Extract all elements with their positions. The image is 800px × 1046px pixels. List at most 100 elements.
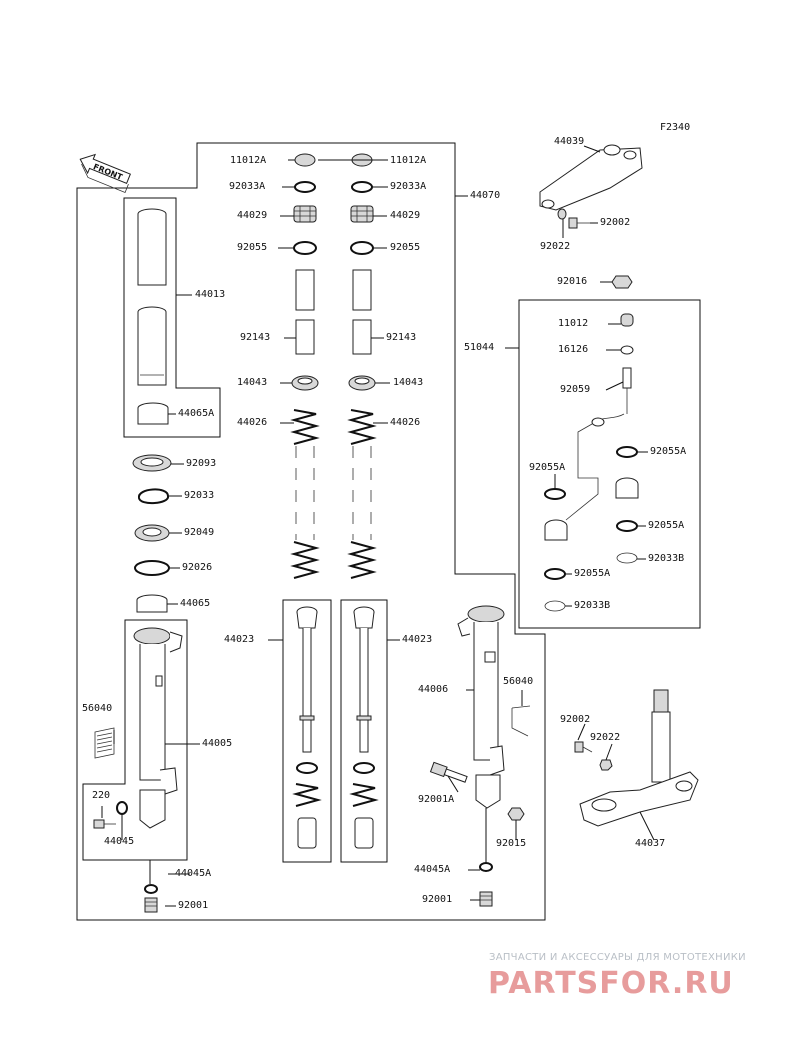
label-92026: 92026 <box>182 562 213 573</box>
part-92002-bolt-bottom <box>574 741 593 753</box>
part-air-joint-upper <box>615 477 639 499</box>
label-92016: 92016 <box>557 276 588 287</box>
label-44006: 44006 <box>418 684 449 695</box>
label-92033B-2: 92033B <box>574 600 611 611</box>
label-92002-top: 92002 <box>600 217 631 228</box>
label-44005: 44005 <box>202 738 233 749</box>
label-92055A-1: 92055A <box>650 446 687 457</box>
part-92022-washer-top <box>557 208 567 220</box>
part-44013-tube <box>137 208 167 386</box>
part-56040-tag-right <box>511 705 531 737</box>
front-arrow-icon: FRONT <box>79 153 131 194</box>
part-92055-right <box>350 241 374 255</box>
box-44005 <box>82 619 188 861</box>
part-92033A-right <box>351 181 373 193</box>
label-44065A: 44065A <box>178 408 215 419</box>
part-44023-left-rod <box>292 606 322 849</box>
label-44045: 44045 <box>104 836 135 847</box>
part-11012-cap <box>620 313 634 327</box>
label-92059: 92059 <box>560 384 591 395</box>
part-44037-steering-stem <box>579 689 699 827</box>
label-44065: 44065 <box>180 598 211 609</box>
part-92001-right <box>479 891 493 907</box>
label-16126: 16126 <box>558 344 589 355</box>
part-44023-right-rod <box>349 606 379 849</box>
part-92033B-2 <box>544 600 566 612</box>
part-92059-valve <box>622 367 632 414</box>
watermark-logo: PARTSFOR.RU <box>488 966 734 1001</box>
part-44045A-right <box>479 862 493 872</box>
part-92033B-1 <box>616 552 638 564</box>
label-92022-bottom: 92022 <box>590 732 621 743</box>
part-44029-left <box>293 205 317 223</box>
label-92001-right: 92001 <box>422 894 453 905</box>
label-92001A: 92001A <box>418 794 455 805</box>
part-92055A-4 <box>544 568 566 580</box>
part-92033A-left <box>294 181 316 193</box>
part-92093-seal <box>132 454 172 472</box>
label-44026-left: 44026 <box>237 417 268 428</box>
part-92002-bolt-top <box>568 217 590 229</box>
part-44006-outer-tube <box>457 605 505 809</box>
label-11012: 11012 <box>558 318 589 329</box>
label-92022-top: 92022 <box>540 241 571 252</box>
main-frame-outline <box>76 142 546 921</box>
part-44045A-left <box>144 884 158 894</box>
label-11012A-right: 11012A <box>390 155 427 166</box>
part-92055A-1 <box>616 446 638 458</box>
label-14043-right: 14043 <box>393 377 424 388</box>
label-44026-right: 44026 <box>390 417 421 428</box>
watermark-tagline: ЗАПЧАСТИ И АКСЕССУАРЫ ДЛЯ МОТОТЕХНИКИ <box>489 952 746 963</box>
part-air-hose <box>565 413 625 521</box>
box-51044 <box>518 299 701 629</box>
label-44013: 44013 <box>195 289 226 300</box>
leader-lines <box>101 145 655 907</box>
part-92055A-3 <box>616 520 638 532</box>
part-16126-fitting <box>620 345 634 355</box>
label-44070: 44070 <box>470 190 501 201</box>
part-56040-tag-left <box>94 727 115 759</box>
part-44065A-bushing <box>137 402 169 425</box>
label-11012A-left: 11012A <box>230 155 267 166</box>
label-44023-right: 44023 <box>402 634 433 645</box>
label-44023-left: 44023 <box>224 634 255 645</box>
label-44037: 44037 <box>635 838 666 849</box>
label-92055A-4: 92055A <box>574 568 611 579</box>
part-44065-bushing <box>136 594 168 613</box>
part-92143-left <box>295 269 315 355</box>
label-92055A-3: 92055A <box>648 520 685 531</box>
label-44045A-right: 44045A <box>414 864 451 875</box>
label-44045A-left: 44045A <box>175 868 212 879</box>
label-92093: 92093 <box>186 458 217 469</box>
part-92055-left <box>293 241 317 255</box>
label-92143-right: 92143 <box>386 332 417 343</box>
part-92015-nut <box>507 807 525 821</box>
part-44029-right <box>350 205 374 223</box>
label-92033B-1: 92033B <box>648 553 685 564</box>
label-14043-left: 14043 <box>237 377 268 388</box>
label-220: 220 <box>92 790 111 801</box>
part-92022-nut-bottom <box>599 759 613 771</box>
part-44045-washer <box>116 801 128 815</box>
part-220-bolt <box>93 819 116 829</box>
label-92015: 92015 <box>496 838 527 849</box>
label-92055-right: 92055 <box>390 242 421 253</box>
part-92001-left <box>144 897 158 913</box>
part-14043-left <box>291 375 319 391</box>
label-92143-left: 92143 <box>240 332 271 343</box>
part-92026-washer <box>134 560 170 576</box>
part-92033-clip <box>138 488 169 504</box>
box-44023-left <box>282 599 332 863</box>
part-44039-bracket <box>539 144 643 211</box>
part-14043-right <box>348 375 376 391</box>
part-92016-nut <box>611 275 633 289</box>
label-44029-right: 44029 <box>390 210 421 221</box>
label-44029-left: 44029 <box>237 210 268 221</box>
label-92055-left: 92055 <box>237 242 268 253</box>
label-92033A-right: 92033A <box>390 181 427 192</box>
part-44026-right-spring <box>347 409 377 579</box>
label-92055A-2: 92055A <box>529 462 566 473</box>
label-51044: 51044 <box>464 342 495 353</box>
